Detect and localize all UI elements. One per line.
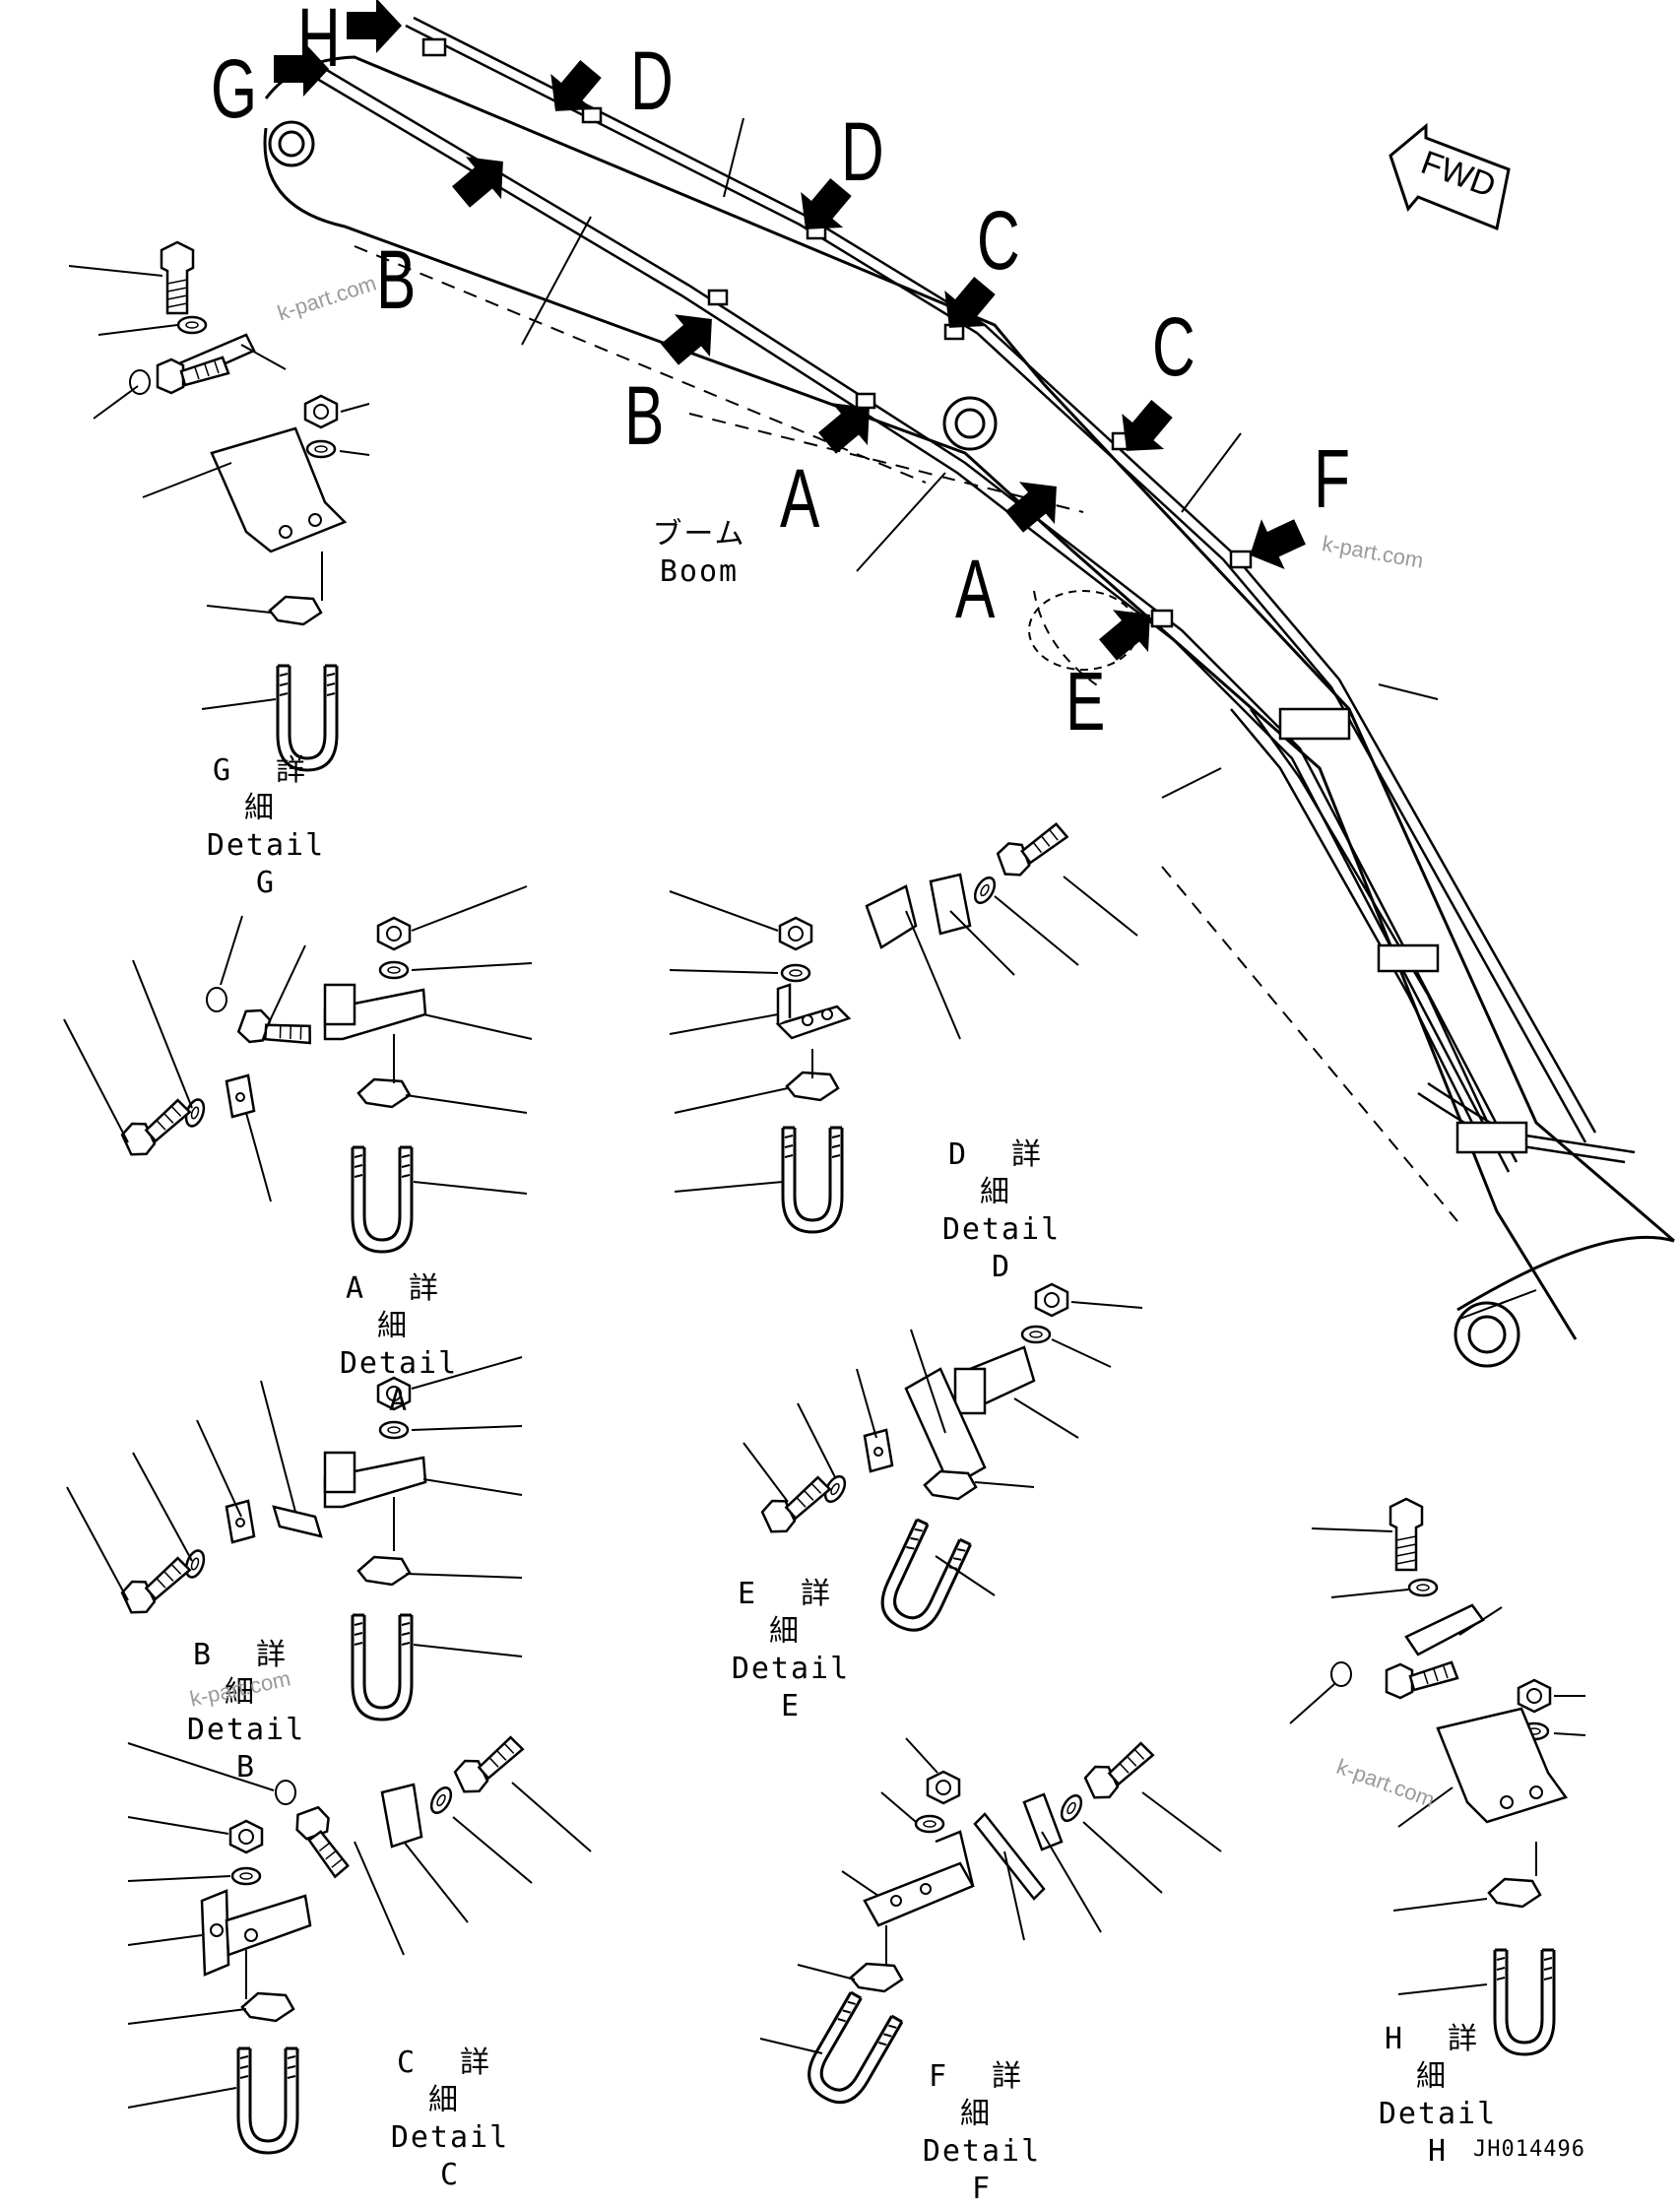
detail-g-caption-jp: G 詳 細 (212, 753, 320, 825)
detail-d-drawing (669, 820, 1138, 1234)
callout-e: E (1066, 655, 1106, 747)
detail-c-caption-jp: C 詳 細 (396, 2046, 504, 2117)
detail-b-caption-en: Detail B (186, 1713, 306, 1785)
detail-h-caption: H 詳 細 Detail H (1364, 2021, 1512, 2171)
detail-e-caption-en: Detail E (731, 1652, 851, 1723)
detail-d-caption: D 詳 細 Detail D (928, 1136, 1075, 1286)
boom-pipes (316, 16, 1636, 1173)
detail-h-caption-jp: H 詳 細 (1384, 2022, 1492, 2094)
detail-d-caption-en: Detail D (941, 1212, 1062, 1284)
callout-c-upper: C (977, 194, 1020, 287)
detail-d-caption-jp: D 詳 細 (947, 1137, 1056, 1209)
callout-a-right: A (955, 543, 996, 635)
callout-b-center: B (624, 369, 665, 462)
callout-c-lower: C (1152, 300, 1195, 393)
boom-label: ブーム Boom (650, 516, 748, 591)
detail-a-caption: A 詳 細 Detail A (325, 1270, 473, 1420)
detail-b-drawing (66, 1356, 523, 1721)
callout-a-center: A (780, 452, 820, 545)
detail-c-caption: C 詳 細 Detail C (376, 2045, 524, 2194)
fwd-arrow-icon (1389, 122, 1511, 231)
detail-a-drawing (63, 885, 533, 1254)
detail-c-caption-en: Detail C (390, 2120, 510, 2192)
detail-e-caption: E 詳 細 Detail E (717, 1576, 865, 1725)
detail-f-caption-jp: F 詳 細 (928, 2059, 1036, 2131)
detail-e-caption-jp: E 詳 細 (737, 1577, 845, 1649)
detail-h-caption-en: Detail H (1378, 2097, 1498, 2169)
callout-f: F (1314, 432, 1350, 525)
detail-e-drawing (743, 1282, 1143, 1641)
callout-g: G (211, 42, 258, 135)
detail-a-caption-jp: A 詳 細 (345, 1271, 453, 1343)
callout-d-lower: D (841, 105, 884, 198)
detail-c-drawing (127, 1733, 592, 2155)
callout-b-left: B (376, 233, 417, 326)
detail-b-caption-jp: B 詳 細 (192, 1638, 300, 1710)
detail-a-caption-en: Detail A (339, 1346, 459, 1418)
boom-label-en: Boom (659, 554, 740, 589)
callout-h: H (297, 0, 341, 84)
detail-g-drawing (68, 240, 370, 772)
detail-f-caption-en: Detail F (922, 2134, 1042, 2206)
detail-g-caption-en: Detail G (206, 828, 326, 900)
detail-h-drawing (1289, 1497, 1586, 2056)
detail-g-caption: G 詳 細 Detail G (192, 752, 340, 902)
callout-d-upper: D (630, 34, 674, 127)
detail-f-drawing (759, 1737, 1222, 2114)
drawing-number: JH014496 (1473, 2137, 1585, 2162)
boom-label-jp: ブーム (652, 517, 746, 552)
detail-f-caption: F 詳 細 Detail F (908, 2058, 1056, 2208)
detail-b-caption: B 詳 細 Detail B (172, 1637, 320, 1786)
